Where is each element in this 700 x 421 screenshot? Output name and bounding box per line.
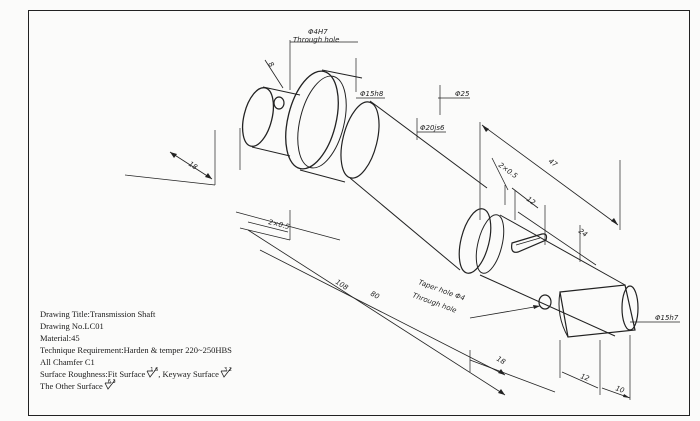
roughness-mid: , Keyway Surface bbox=[158, 369, 219, 379]
roughness-prefix: Surface Roughness:Fit Surface bbox=[40, 369, 146, 379]
dim-len12-bottom: 12 bbox=[579, 372, 591, 383]
dim-len18-left: 18 bbox=[187, 160, 199, 172]
dim-len18-bottom: 18 bbox=[495, 355, 507, 367]
dim-len47: 47 bbox=[547, 157, 559, 169]
dim-chamfer-left: 2×0.5 bbox=[268, 218, 291, 231]
dim-dia20: Φ20js6 bbox=[420, 124, 445, 132]
title-block-notes: Drawing Title:Transmission Shaft Drawing… bbox=[40, 308, 340, 392]
roughness-symbol-icon: 6.3 bbox=[104, 379, 116, 390]
roughness-symbol-icon: 3.2 bbox=[220, 367, 232, 378]
drawing-number: Drawing No.LC01 bbox=[40, 321, 104, 331]
dim-chamfer-right: 2×0.5 bbox=[497, 161, 519, 180]
dim-len10: 10 bbox=[614, 384, 626, 395]
material: Material:45 bbox=[40, 333, 80, 343]
dim-len12-top: 12 bbox=[525, 195, 537, 207]
drawing-frame bbox=[28, 10, 690, 416]
dim-len8: 8 bbox=[266, 61, 275, 70]
technique-requirement: Technique Requirement:Harden & temper 22… bbox=[40, 345, 232, 355]
dim-dia4: Φ4H7 bbox=[308, 28, 328, 36]
dim-len80: 80 bbox=[369, 290, 381, 302]
extension-lines bbox=[124, 40, 631, 400]
dim-dia15-right: Φ15h7 bbox=[655, 314, 679, 322]
dim-len24: 24 bbox=[577, 227, 589, 239]
other-prefix: The Other Surface bbox=[40, 381, 103, 391]
shaft-body bbox=[241, 69, 639, 338]
cross-hole bbox=[273, 96, 285, 110]
dimension-arrows bbox=[170, 125, 630, 398]
dimension-lines bbox=[169, 41, 680, 399]
roughness-symbol-icon: 1.6 bbox=[146, 367, 158, 378]
chamfer-note: All Chamfer C1 bbox=[40, 357, 95, 367]
dim-dia15-left: Φ15h8 bbox=[360, 90, 384, 98]
dim-dia25: Φ25 bbox=[455, 90, 470, 98]
drawing-title: Drawing Title:Transmission Shaft bbox=[40, 309, 156, 319]
dim-through-hole-top: Through hole bbox=[293, 36, 339, 44]
